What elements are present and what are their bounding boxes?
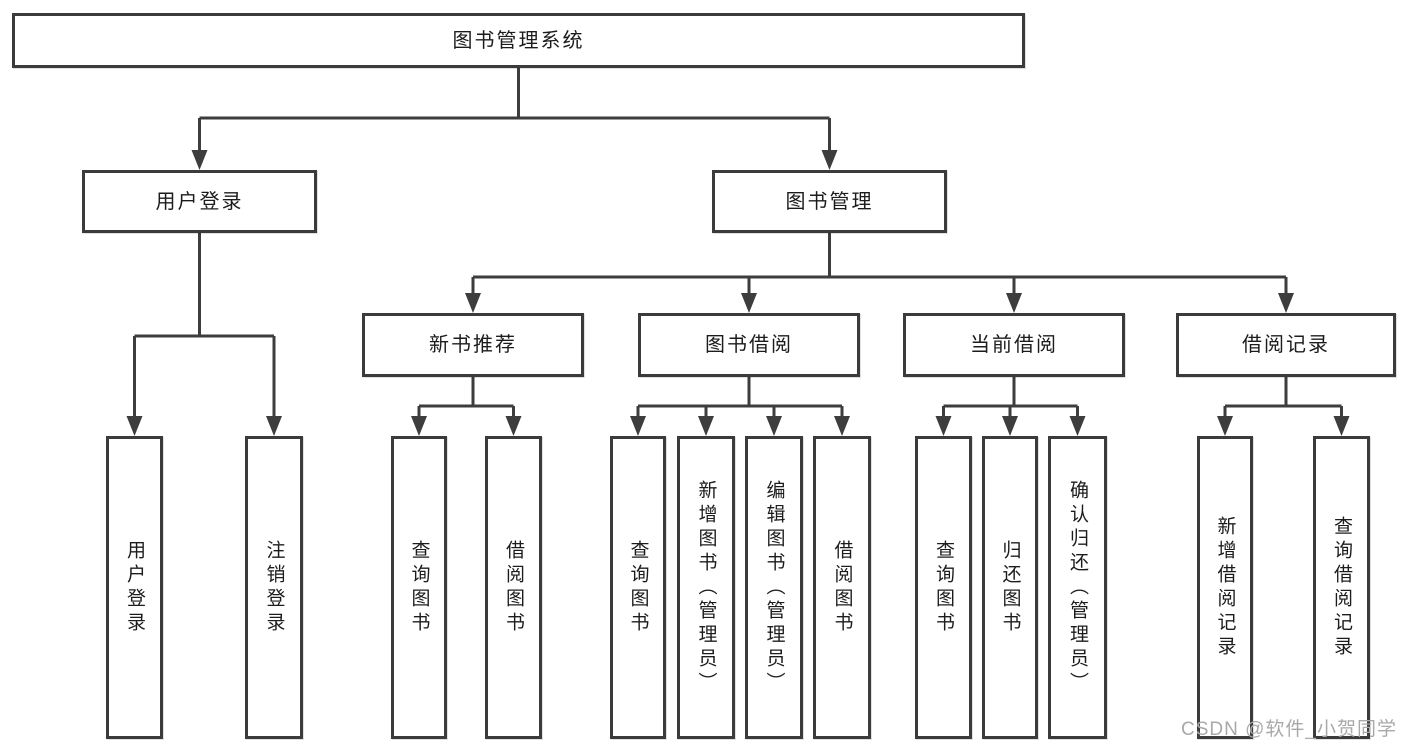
leaf-label: 查询图书 [933,539,954,636]
leaf-query-borrow-record: 查询借阅记录 [1313,436,1370,739]
arrowhead [935,416,952,436]
leaf-label: 查询图书 [627,539,649,636]
leaf-label: 新增图书（管理员） [695,479,717,696]
leaf-confirm-return-admin: 确认归还（管理员） [1048,436,1107,739]
leaf-query-books-newbook: 查询图书 [391,436,447,739]
node-label: 借阅记录 [1242,334,1330,356]
node-current-borrow: 当前借阅 [903,313,1125,377]
connector-newbook-to-leaves [417,377,515,419]
leaf-return-book: 归还图书 [982,436,1038,739]
arrowhead [766,416,782,436]
arrowhead [465,293,481,313]
connector-currentborrow-to-leaves [942,377,1079,419]
connector-borrowrecord-to-leaves [1223,377,1343,419]
arrowhead [266,416,282,436]
leaf-label: 注销登录 [263,539,285,636]
leaf-add-book-admin: 新增图书（管理员） [677,436,735,739]
arrowhead [1333,416,1350,436]
leaf-label: 归还图书 [999,539,1021,636]
node-root-system: 图书管理系统 [12,13,1025,68]
leaf-query-books-borrow: 查询图书 [610,436,666,739]
leaf-query-books-current: 查询图书 [915,436,972,739]
arrowhead [630,416,646,436]
leaf-label: 查询借阅记录 [1331,515,1352,660]
connector-userlogin-to-leaves [133,233,276,419]
node-label: 当前借阅 [970,334,1058,356]
arrowhead [1217,416,1233,436]
connector-bookmgmt-to-level3 [471,233,1288,296]
leaf-borrow-books-newbook: 借阅图书 [485,436,542,739]
arrowhead [411,416,427,436]
leaf-label: 确认归还（管理员） [1067,479,1088,696]
node-label: 图书借阅 [705,334,793,356]
arrowhead [741,293,757,313]
node-borrow-record: 借阅记录 [1176,313,1396,377]
node-book-management: 图书管理 [712,170,947,233]
node-book-borrow: 图书借阅 [638,313,860,377]
leaf-user-login: 用户登录 [106,436,163,739]
leaf-label: 查询图书 [408,539,430,636]
arrowhead [834,416,850,436]
arrowhead [126,416,143,436]
leaf-logout: 注销登录 [245,436,303,739]
arrowhead [1006,293,1022,313]
node-label: 新书推荐 [429,334,517,356]
leaf-label: 新增借阅记录 [1214,515,1236,660]
leaf-edit-book-admin: 编辑图书（管理员） [745,436,803,739]
arrowhead [698,416,714,436]
arrowhead [1002,416,1018,436]
leaf-label: 用户登录 [124,539,145,636]
arrowhead [505,416,522,436]
arrowheads [126,150,1350,436]
node-label: 图书管理 [785,190,874,213]
arrowhead [1278,293,1294,313]
node-new-book-recommend: 新书推荐 [362,313,584,377]
node-label: 用户登录 [155,190,244,213]
watermark: CSDN @软件_小贺同学 [1181,719,1397,740]
leaf-label: 编辑图书（管理员） [763,479,785,696]
leaf-label: 借阅图书 [503,539,524,636]
arrowhead [821,150,838,170]
leaf-label: 借阅图书 [831,539,853,636]
arrowhead [191,150,208,170]
node-root-label: 图书管理系统 [452,29,585,52]
connector-root-to-level2 [198,68,831,152]
arrowhead [1069,416,1086,436]
connector-bookborrow-to-leaves [636,377,844,419]
leaf-borrow-books: 借阅图书 [813,436,871,739]
leaf-add-borrow-record: 新增借阅记录 [1197,436,1253,739]
node-user-login: 用户登录 [82,170,317,233]
